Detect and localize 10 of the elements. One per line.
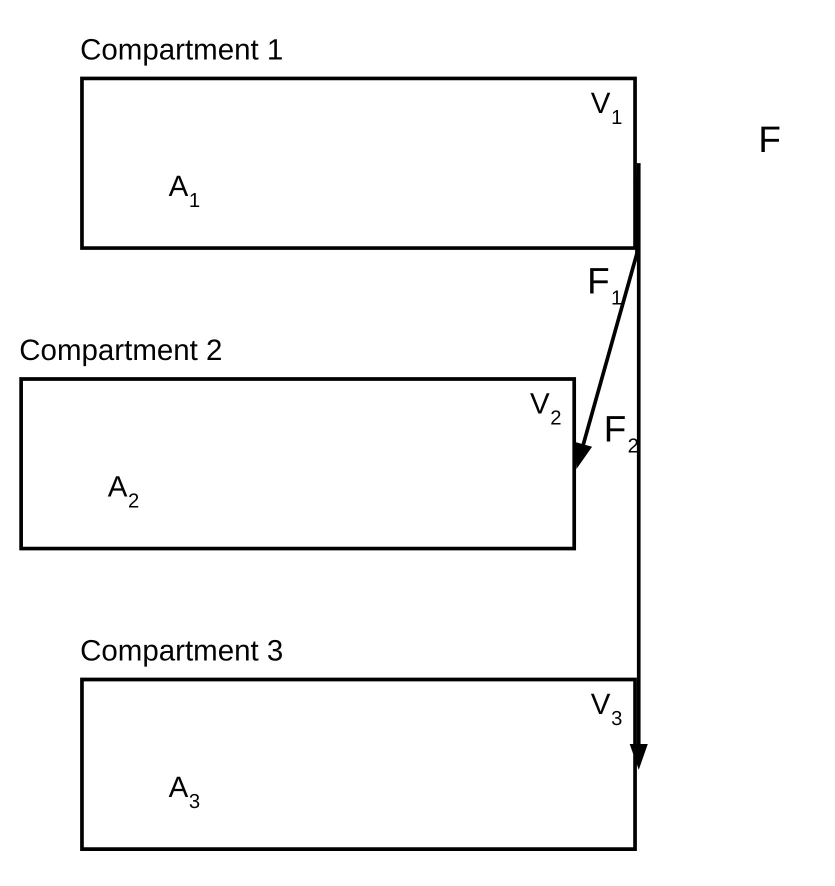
- node-box: V$_{1}$ A$_{1}$: [80, 76, 637, 250]
- node-box: V$_{3}$ A$_{3}$: [80, 677, 637, 850]
- node-label: Compartment 2: [19, 334, 222, 367]
- edge-label: F$_{1}$: [587, 260, 622, 309]
- arrow: [630, 162, 648, 770]
- label: F: [758, 118, 781, 160]
- arrow: [574, 162, 641, 469]
- node-box: V$_{2}$ A$_{2}$: [19, 376, 576, 550]
- node-label: Compartment 1: [80, 33, 284, 66]
- node-label: Compartment 3: [80, 634, 284, 668]
